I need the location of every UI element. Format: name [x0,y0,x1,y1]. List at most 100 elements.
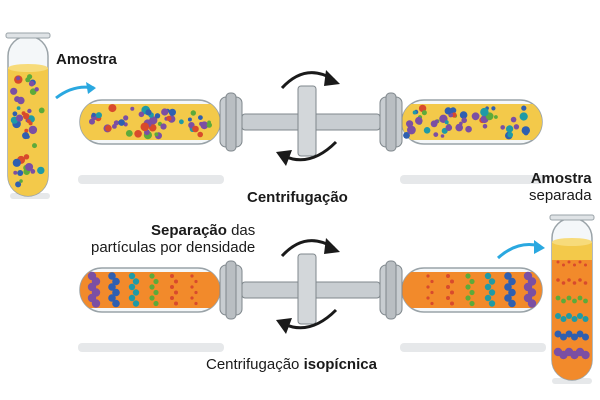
particle [571,333,578,341]
particle [412,110,417,115]
particle [19,179,23,183]
particle [523,130,529,136]
particle [430,290,434,295]
particle [508,299,516,308]
particle [500,125,506,130]
particle [154,113,161,119]
sample-particles [10,74,45,188]
label-amostra: Amostra [56,51,117,68]
particle [469,278,475,285]
particle [174,290,178,295]
particle [153,278,159,285]
label-separacao-line2: partículas por densidade [91,239,256,257]
particle [154,132,159,137]
particle [12,111,18,117]
particle [565,330,573,338]
particle [488,289,496,296]
particle [130,106,135,111]
particle [583,281,588,285]
particle [494,115,498,119]
particle [13,170,18,175]
particle [407,125,416,135]
particle [105,125,112,132]
particle [166,115,172,121]
top-centrifuge [79,70,543,166]
particle [566,295,572,301]
particle [27,108,32,114]
particle [433,132,439,138]
particle [108,104,117,113]
particle [506,125,514,133]
particle [507,131,513,138]
particle [488,278,496,285]
particle [168,108,176,116]
particle [128,294,136,302]
particle [567,260,571,264]
particle [480,107,489,117]
particle [465,284,471,290]
particle [145,109,152,116]
particle [504,272,512,280]
particle [112,277,120,286]
particle [132,278,140,285]
particle [510,116,517,123]
label-amostra-separada-1: Amostra [530,170,592,187]
particle [128,272,136,280]
particle [571,316,578,322]
particle [160,123,167,130]
particle [446,296,450,300]
particle [28,80,35,87]
particle [423,127,431,134]
particle [190,285,194,289]
particle [440,134,445,138]
particle [206,122,212,128]
particle [444,107,452,115]
particle [23,154,30,160]
particle [190,296,194,300]
particle [128,283,136,291]
label-separacao-rest: das [226,222,256,239]
particle [108,272,116,280]
particle [25,77,31,83]
particle [187,117,192,122]
particle [465,295,471,301]
particle [17,96,25,105]
particle [430,279,434,284]
particle [583,298,588,304]
particle [572,298,577,304]
particle [508,288,516,297]
particle [450,290,454,295]
particle [491,106,496,111]
particle [28,125,38,135]
particle [521,105,527,111]
particle [434,119,439,124]
particle [192,125,199,133]
particle [194,290,198,295]
label-amostra-separada: Amostra separada [529,170,592,205]
particle [504,283,512,291]
bottom-centrifuge [79,238,543,334]
particle [118,119,125,126]
label-separacao: Separação das partículas por densidade [91,222,255,257]
label-separacao-bold: Separação [151,222,227,239]
particle [488,300,496,307]
particle [560,333,567,341]
particle [132,289,140,296]
particle [37,166,45,175]
particle [138,111,145,118]
particle [198,115,203,120]
particle [446,274,450,278]
particle [174,279,178,284]
particle [555,313,561,319]
particle [170,296,174,300]
particle [32,143,37,149]
particle [519,112,528,121]
particle [471,112,480,121]
particle [576,330,584,338]
particle [426,296,430,300]
particle [16,76,21,81]
particle [469,300,475,307]
particle [190,110,196,116]
particle [15,114,24,122]
